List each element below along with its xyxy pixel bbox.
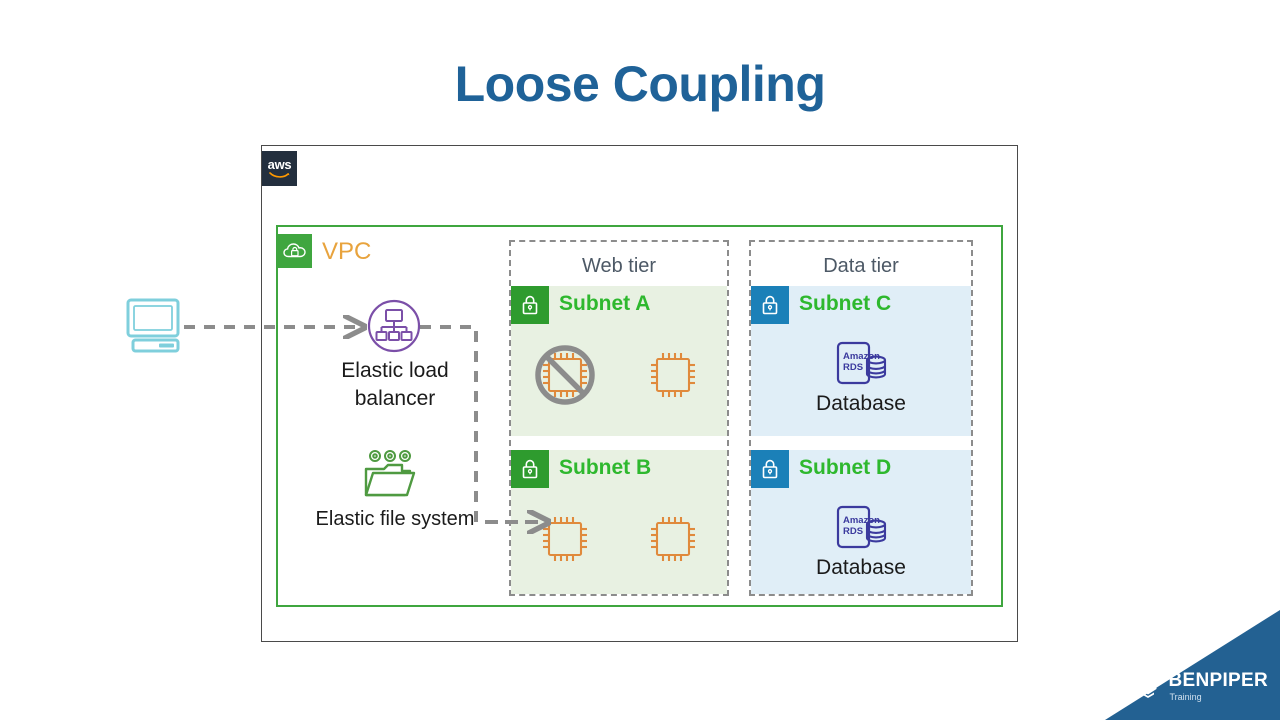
vpc-label: VPC xyxy=(322,238,372,265)
ec2-instance-icon xyxy=(640,506,706,572)
lock-icon xyxy=(511,450,549,488)
amazon-rds-icon: Amazon RDS xyxy=(836,505,887,549)
elastic-load-balancer-label: Elastic load balancer xyxy=(300,357,490,413)
database-label: Database xyxy=(816,556,906,579)
svg-text:RDS: RDS xyxy=(843,526,863,537)
elastic-file-system-label: Elastic file system xyxy=(315,508,475,530)
client-computer-icon xyxy=(126,298,184,359)
ec2-instance-icon xyxy=(532,506,598,572)
prohibited-icon xyxy=(535,345,595,405)
web-tier-title: Web tier xyxy=(581,255,657,277)
elb-label-line1: Elastic load xyxy=(341,359,449,382)
lock-icon xyxy=(511,286,549,324)
aws-logo-text: aws xyxy=(267,156,292,172)
subnet-c-pane: Subnet C Amazon RDS Database xyxy=(751,286,971,436)
svg-text:RDS: RDS xyxy=(843,362,863,373)
subnet-a-label: Subnet A xyxy=(559,292,651,315)
ec2-instance-icon xyxy=(640,342,706,408)
ec2-instance-icon-disabled xyxy=(532,342,598,408)
brand-subtitle: Training xyxy=(1169,692,1202,702)
subnet-a-instances xyxy=(511,342,727,408)
lock-icon xyxy=(751,286,789,324)
svg-text:Amazon: Amazon xyxy=(843,351,880,362)
brand-logo: BENPIPER Training xyxy=(1135,671,1268,702)
page-title: Loose Coupling xyxy=(454,56,826,112)
vpc-cloud-lock-icon xyxy=(278,234,312,268)
subnet-c-database: Amazon RDS Database xyxy=(751,338,971,416)
aws-smile-icon xyxy=(268,171,289,178)
database-label: Database xyxy=(816,392,906,415)
data-tier-title: Data tier xyxy=(823,255,899,277)
brand-corner-triangle xyxy=(1105,610,1280,720)
subnet-d-label: Subnet D xyxy=(799,456,892,479)
lock-icon xyxy=(751,450,789,488)
subnet-b-label: Subnet B xyxy=(559,456,652,479)
elastic-load-balancer-icon xyxy=(366,298,422,359)
data-tier-boundary: Data tier Subnet C Amazon RDS xyxy=(749,240,973,596)
subnet-d-pane: Subnet D Amazon RDS Database xyxy=(751,450,971,594)
subnet-a-pane: Subnet A xyxy=(511,286,727,436)
amazon-rds-icon: Amazon RDS xyxy=(836,341,887,385)
elastic-file-system-icon xyxy=(362,447,420,508)
brand-name: BENPIPER xyxy=(1168,670,1268,691)
subnet-d-database: Amazon RDS Database xyxy=(751,502,971,580)
elb-label-line2: balancer xyxy=(354,387,436,410)
aws-logo: aws xyxy=(262,151,297,186)
benpiper-chevron-icon xyxy=(1138,678,1159,698)
subnet-b-instances xyxy=(511,506,727,572)
svg-text:Amazon: Amazon xyxy=(843,515,880,526)
subnet-c-label: Subnet C xyxy=(799,292,892,315)
